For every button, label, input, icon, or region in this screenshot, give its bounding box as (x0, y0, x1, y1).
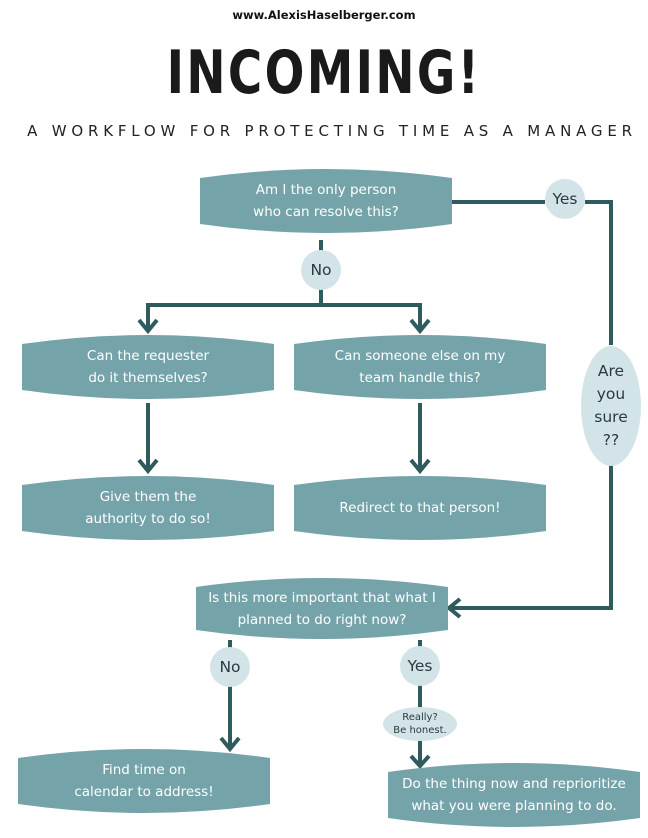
node-someone-else: Can someone else on my team handle this? (334, 348, 506, 386)
connectors (137, 200, 613, 769)
site-url: www.AlexisHaselberger.com (232, 8, 416, 22)
badge-shape-are-you-sure (581, 346, 641, 466)
node-shape-more-important (196, 578, 448, 639)
badge-yes-top: Yes (552, 189, 578, 208)
node-shape-give-authority (22, 476, 274, 540)
node-find-time: Find time on calendar to address! (74, 762, 214, 800)
arrowhead-do (409, 754, 431, 769)
node-shape-requester (22, 335, 274, 399)
page-title: INCOMING! (166, 38, 482, 108)
badges (210, 179, 641, 741)
arrowhead-requester (137, 318, 159, 335)
node-shape-find-time (18, 749, 270, 813)
badge-are-you-sure: Are you sure ?? (594, 362, 628, 449)
badge-yes-bottom: Yes (407, 656, 433, 675)
node-shape-do-thing (388, 763, 640, 827)
node-give-authority: Give them the authority to do so! (85, 489, 211, 527)
node-requester: Can the requester do it themselves? (86, 348, 210, 386)
badge-shape-no-top (301, 250, 341, 290)
node-only-person: Am I the only person who can resolve thi… (253, 182, 399, 220)
node-redirect: Redirect to that person! (339, 500, 501, 516)
connector-yes-right (585, 200, 613, 345)
arrowhead-give (137, 458, 159, 475)
badge-shape-really (383, 707, 457, 741)
badge-no-top: No (310, 260, 332, 279)
arrowhead-important (445, 597, 462, 619)
nodes (18, 169, 640, 827)
badge-shape-yes-top (545, 179, 585, 219)
badge-really: Really? Be honest. (393, 712, 447, 736)
page-subtitle: A WORKFLOW FOR PROTECTING TIME AS A MANA… (27, 122, 637, 140)
arrowhead-find (219, 736, 241, 753)
node-shape-someone-else (294, 335, 546, 399)
node-shape-redirect (294, 476, 546, 540)
node-shape-only-person (200, 169, 452, 233)
connector-sure-down (450, 465, 613, 610)
badge-shape-yes-bottom (400, 646, 440, 686)
node-do-thing: Do the thing now and reprioritize what y… (402, 776, 626, 814)
connector-branch (146, 303, 422, 330)
arrowhead-someone (409, 318, 431, 335)
arrowhead-redirect (409, 458, 431, 475)
badge-shape-no-bottom (210, 647, 250, 687)
node-more-important: Is this more important that what I plann… (208, 590, 436, 628)
badge-no-bottom: No (219, 657, 241, 676)
